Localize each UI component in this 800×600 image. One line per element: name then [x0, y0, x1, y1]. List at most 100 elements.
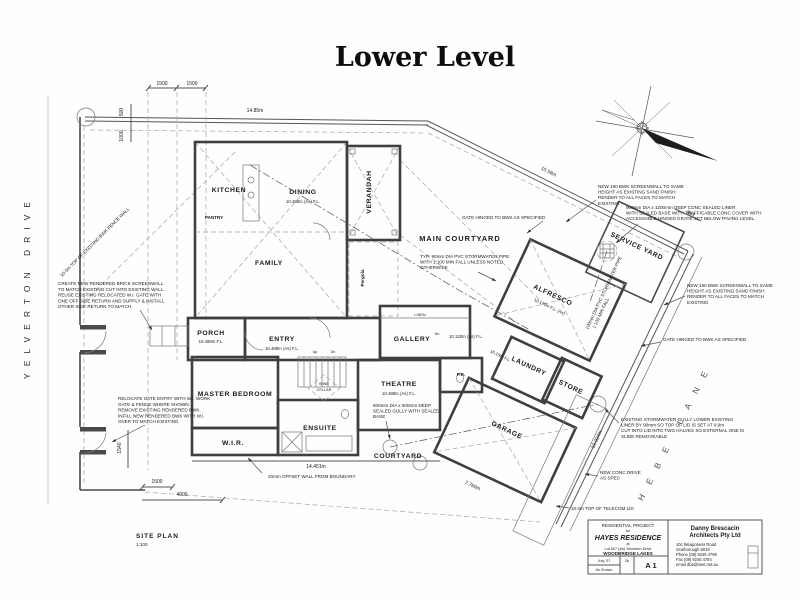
svg-text:OVER TO MATCH EXISTING: OVER TO MATCH EXISTING	[118, 419, 179, 424]
tb-project-name: HAYES RESIDENCE	[595, 535, 662, 542]
level-entry: 10.488m (As) F.L.	[265, 346, 299, 351]
svg-text:OTHER SIDE RETURN TO MATCH.: OTHER SIDE RETURN TO MATCH.	[58, 304, 133, 309]
tb-lot-address: Lot 507 (#a) Yelverton Drive	[604, 547, 651, 551]
level-porch: 10.488m F.L.	[199, 339, 224, 344]
title-block: RESIDENTIAL PROJECT for HAYES RESIDENCE …	[587, 519, 763, 575]
svg-text:RENDER TO ALL FACES TO MATCH: RENDER TO ALL FACES TO MATCH	[687, 294, 764, 299]
room-dining: DINING	[289, 189, 316, 196]
room-kitchen: KITCHEN	[212, 187, 246, 194]
note-typ-pipe: TYP: 90mm DIA PVC STORMWATER PIPE WITH 1…	[420, 254, 509, 282]
svg-text:RELOCATE GATE ENTRY WITH W.I.: RELOCATE GATE ENTRY WITH W.I. WORK	[118, 396, 211, 401]
tb-email: email dba@iinet.net.au	[676, 562, 718, 567]
room-wine-cellar-1: WINE	[319, 382, 329, 386]
svg-text:EXISTING STORMWATER GULLY LOWE: EXISTING STORMWATER GULLY LOWER EXISTING	[621, 417, 733, 422]
svg-text:REUSE EXISTING RELOCATED W.I.: REUSE EXISTING RELOCATED W.I. GATE WITH	[58, 293, 161, 298]
room-ensuite: ENSUITE	[303, 425, 337, 432]
note-screenwall-north: NEW 190 BWK SCREENWALL TO SAME HEIGHT AS…	[565, 184, 684, 223]
svg-text:RENDER TO ALL FACES TO MATCH: RENDER TO ALL FACES TO MATCH	[598, 195, 675, 200]
dim-west-1000: 1000	[119, 130, 125, 141]
tb-fax: Fax (08) 9245 4784	[676, 557, 712, 562]
note-existing-fence: 10.0m TOP OF EXISTING BWK FENCE WALL	[59, 206, 131, 278]
note-create-screenwall: CREATE NEW RENDERED BRICK SCREENWALL TO …	[58, 281, 165, 331]
level-theatre: 10.488m (As) F.L.	[382, 391, 416, 396]
tb-address-1: 10c Weaponess Road	[676, 542, 717, 547]
room-laundry: LAUNDRY	[510, 356, 547, 378]
svg-text:BASE: BASE	[373, 414, 385, 419]
tb-date: July '07	[598, 559, 611, 563]
dim-south-wall: 14.451m	[306, 464, 325, 470]
dim-garage: 7.760m	[464, 480, 482, 492]
stairs-dn: Dn	[331, 350, 336, 354]
svg-text:TYP: 90mm DIA PVC STORMWATER P: TYP: 90mm DIA PVC STORMWATER PIPE	[420, 254, 509, 259]
svg-text:NEW 190 BWK SCREENWALL TO SAME: NEW 190 BWK SCREENWALL TO SAME	[687, 283, 773, 288]
closet-linen: LINEN	[414, 313, 425, 317]
svg-text:AS SPEC: AS SPEC	[600, 476, 621, 481]
tb-phone: Phone (08) 9245 4799	[676, 552, 717, 557]
compass-rose-icon	[595, 85, 718, 177]
svg-text:WITH 1:100 MIN FALL UNLESS NOT: WITH 1:100 MIN FALL UNLESS NOTED	[420, 260, 504, 265]
dim-north-boundary: 14.85m	[247, 108, 264, 114]
svg-text:OTHERWISE: OTHERWISE	[420, 265, 448, 270]
tb-estate: WOODBRIDGE LAKES	[603, 551, 653, 556]
room-family: FAMILY	[255, 260, 283, 267]
svg-text:CREATE NEW RENDERED BRICK SCRE: CREATE NEW RENDERED BRICK SCREENWALL	[58, 281, 164, 286]
area-courtyard: COURTYARD	[374, 453, 422, 460]
room-garage: GARAGE	[490, 420, 523, 440]
stairs-up: Up	[313, 350, 318, 354]
room-wir: W.I.R.	[222, 440, 244, 447]
note-conc-drive: NEW CONC DRIVE AS SPEC	[584, 470, 641, 481]
note-stormwater-gully: EXISTING STORMWATER GULLY LOWER EXISTING…	[604, 408, 744, 439]
level-gallery: 10.120m (As) F.L.	[449, 334, 483, 339]
tb-at: at	[626, 542, 630, 546]
svg-text:LINER BY 90mm SO TOP OF LID IS: LINER BY 90mm SO TOP OF LID IS SET AT 9.…	[621, 423, 724, 428]
room-store: STORE	[557, 379, 584, 396]
note-soakwell-liner: 900mm DIA x 1200mm DEEP CONC SEALED LINE…	[615, 205, 761, 244]
tb-project-type: RESIDENTIAL PROJECT	[602, 523, 655, 528]
note-gate-hinged-1: GATE HINGED TO BWK AS SPECIFIED	[462, 215, 546, 234]
room-master-bedroom: MASTER BEDROOM	[198, 391, 272, 398]
stormwater-pipes	[249, 164, 608, 448]
room-pergola: Pergola	[360, 269, 365, 286]
street-yelverton-drive: YELVERTON DRIVE	[22, 195, 32, 379]
dimensions: 1500 1500 14.85m 15.58m 983 500 1000 154…	[117, 81, 696, 498]
tb-firm-name-1: Danny Brescacin	[691, 526, 740, 532]
dim-service-983: 983	[685, 210, 695, 219]
house-walls	[149, 140, 607, 471]
construction-lines	[127, 84, 702, 504]
area-main-courtyard: MAIN COURTYARD	[419, 234, 500, 243]
dim-bottom-4000: 4000	[176, 492, 187, 498]
page-title: Lower Level	[335, 42, 515, 73]
svg-text:WITH SEALED BASE WITH TRAFFICA: WITH SEALED BASE WITH TRAFFICABLE CONC C…	[626, 211, 761, 216]
drawing-caption: SITE PLAN 1:100	[136, 533, 178, 547]
svg-text:ACCESSABLE HINGED GRATE SET BE: ACCESSABLE HINGED GRATE SET BELOW PAVING…	[626, 216, 755, 221]
tb-revision: 2b	[625, 559, 629, 563]
svg-text:SEALED GULLY WITH SEALED: SEALED GULLY WITH SEALED	[373, 409, 440, 414]
dim-bottom-1500: 1500	[151, 479, 162, 485]
svg-text:TO MATCH EXISTING CUT INTO EXI: TO MATCH EXISTING CUT INTO EXISTING WALL…	[58, 287, 165, 292]
dim-top-1500a: 1500	[156, 81, 167, 87]
svg-text:NEW CONC DRIVE: NEW CONC DRIVE	[600, 470, 641, 475]
note-gate-hinged-2: GATE HINGED TO BWK AS SPECIFIED	[640, 337, 747, 347]
level-dining: 10.488m (As) F.L.	[286, 199, 320, 204]
svg-text:GATE & FENCE WHERE SHOWN.: GATE & FENCE WHERE SHOWN.	[118, 402, 190, 407]
svg-text:HEIGHT AS EXISTING SAND FINISH: HEIGHT AS EXISTING SAND FINISH	[598, 190, 676, 195]
room-pr: P.R.	[457, 372, 465, 377]
rotated-wing-walls	[432, 200, 686, 546]
room-gallery: GALLERY	[394, 336, 430, 343]
note-telecom-lid: 10.0m TOP OF TELECOM LID	[555, 505, 634, 511]
svg-text:INFILL NEW RENDERED BWK WITH W: INFILL NEW RENDERED BWK WITH W.I.	[118, 413, 205, 418]
svg-text:10.0m TOP OF TELECOM LID: 10.0m TOP OF TELECOM LID	[571, 506, 634, 511]
tb-address-2: Scarborough 6019	[676, 547, 710, 552]
room-porch: PORCH	[197, 330, 225, 337]
svg-text:HEIGHT AS EXISTING SAND FINISH: HEIGHT AS EXISTING SAND FINISH	[687, 289, 765, 294]
svg-text:900mm DIA x 1200mm DEEP CONC S: 900mm DIA x 1200mm DEEP CONC SEALED LINE…	[626, 205, 736, 210]
svg-text:EXISTING: EXISTING	[687, 300, 709, 305]
room-alfresco: ALFRESCO	[532, 284, 573, 308]
note-offset-wall: 20mm OFFSET WALL FROM BOUNDARY	[247, 457, 356, 479]
svg-text:GATE HINGED TO BWK AS SPECIFIE: GATE HINGED TO BWK AS SPECIFIED	[462, 215, 546, 220]
roof-lines	[194, 141, 541, 326]
dim-top-1500b: 1500	[186, 81, 197, 87]
svg-text:600mm DIA x 600mm DEEP: 600mm DIA x 600mm DEEP	[373, 403, 431, 408]
dim-west-1540: 1540	[117, 442, 123, 453]
